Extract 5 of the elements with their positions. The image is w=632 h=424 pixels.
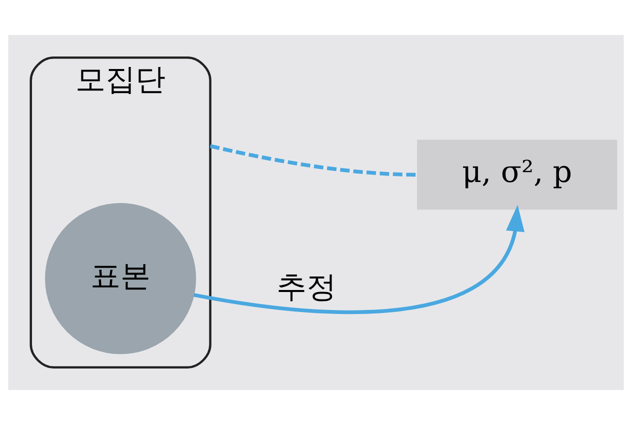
node-circle: 표본 xyxy=(45,202,196,354)
connector xyxy=(210,144,418,176)
arrow xyxy=(194,204,525,314)
node-box: μ, σ², p xyxy=(417,139,618,210)
edge-label: 추정 xyxy=(276,270,337,305)
